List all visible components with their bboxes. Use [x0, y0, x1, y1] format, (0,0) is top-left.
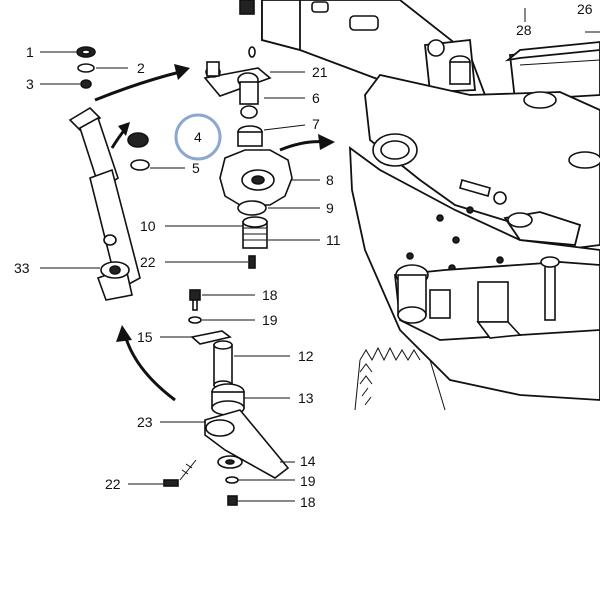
callout-9: 9: [326, 200, 334, 216]
callout-33: 33: [14, 260, 30, 276]
callout-15: 15: [137, 329, 153, 345]
callout-2: 2: [137, 60, 145, 76]
callout-19-lower: 19: [300, 473, 316, 489]
callout-12: 12: [298, 348, 314, 364]
callout-22: 22: [140, 254, 156, 270]
highlight-circle: [174, 113, 222, 161]
callout-8: 8: [326, 172, 334, 188]
lower-assembly-parts: [163, 289, 290, 506]
callout-labels: 1 2 3 4 5 6 7 8 9 10 11 12 13 14 15 18 1…: [14, 1, 593, 510]
callout-23: 23: [137, 414, 153, 430]
leader-lines: [40, 8, 600, 502]
callout-18-lower: 18: [300, 494, 316, 510]
upper-assembly-parts: [76, 46, 293, 269]
callout-22-lower: 22: [105, 476, 121, 492]
callout-26: 26: [577, 1, 593, 17]
callout-5: 5: [192, 160, 200, 176]
callout-14: 14: [300, 453, 316, 469]
callout-19: 19: [262, 312, 278, 328]
callout-3: 3: [26, 76, 34, 92]
callout-4: 4: [194, 129, 202, 145]
callout-7: 7: [312, 116, 320, 132]
callout-6: 6: [312, 90, 320, 106]
callout-10: 10: [140, 218, 156, 234]
callout-1: 1: [26, 44, 34, 60]
hydraulic-cylinder: [68, 106, 141, 301]
callout-13: 13: [298, 390, 314, 406]
chassis-frame: [239, 0, 600, 411]
callout-18: 18: [262, 287, 278, 303]
callout-28: 28: [516, 22, 532, 38]
callout-21: 21: [312, 64, 328, 80]
callout-11: 11: [326, 232, 341, 248]
motion-arrows: [94, 64, 335, 402]
